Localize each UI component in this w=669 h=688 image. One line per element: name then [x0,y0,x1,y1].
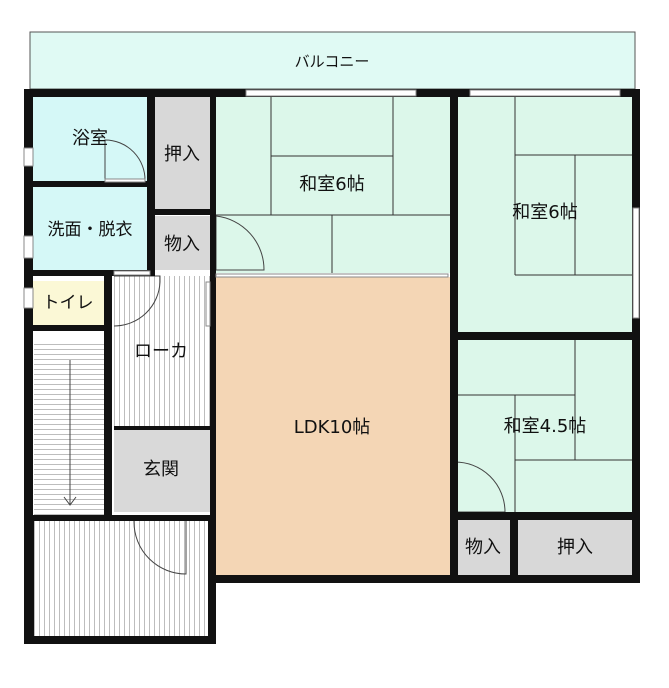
ldk-label: LDK10帖 [294,417,371,438]
toilet-label: トイレ [43,293,94,313]
door-swings [104,139,506,575]
ldk-area [216,277,450,575]
tatami-lines [216,97,632,516]
closet-top-area [155,97,210,209]
washitsu-3-area [458,340,632,516]
closet-bottom-area [518,520,632,575]
washroom-area [30,186,150,270]
balcony-label: バルコニー [295,53,370,71]
washitsu-2-area [458,97,632,332]
entrance-area [114,430,210,512]
windows [23,89,640,327]
washroom-label: 洗面・脱衣 [48,220,133,240]
storage-bottom-label: 物入 [465,537,501,558]
entrance-label: 玄関 [143,459,179,480]
washitsu-1-area [216,97,450,273]
corridor-label: ローカ [134,341,188,362]
storage-bottom-area [458,520,510,575]
balcony-area [29,31,636,90]
storage-mid-label: 物入 [164,234,200,255]
washitsu-2-label: 和室6帖 [512,202,577,223]
washitsu-3-label: 和室4.5帖 [504,416,587,437]
closet-bottom-label: 押入 [557,537,593,558]
stair-arrow [63,360,77,506]
storage-mid-area [155,216,210,270]
washitsu-1-label: 和室6帖 [299,174,364,195]
bath-area [30,97,150,181]
bath-label: 浴室 [72,128,108,149]
corridor-area [110,276,210,428]
toilet-area [30,281,104,325]
porch-area [34,520,208,638]
closet-top-label: 押入 [164,144,200,165]
